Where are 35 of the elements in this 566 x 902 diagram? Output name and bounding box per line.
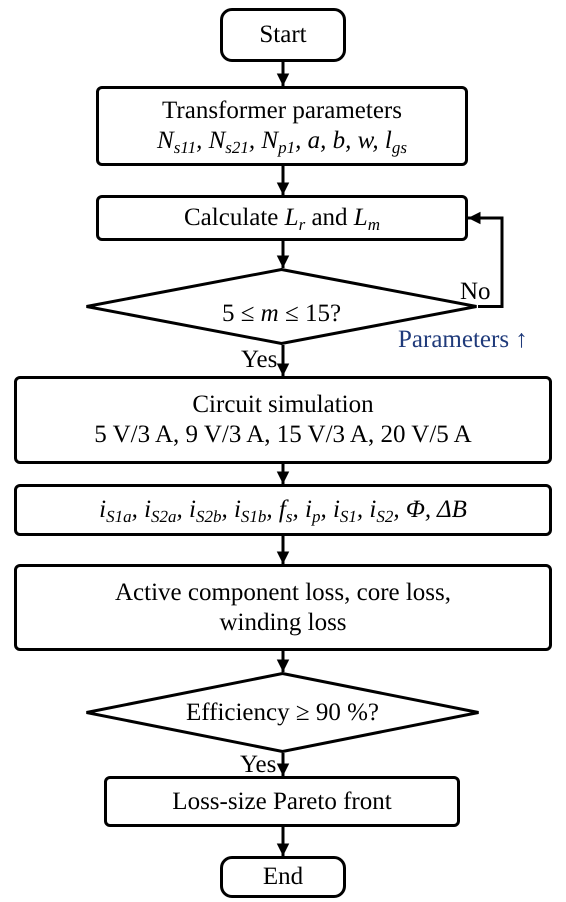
arrow [276,345,290,376]
arrow [276,827,290,856]
arrow [276,62,290,86]
process-box [104,776,460,827]
arrow [276,753,290,776]
arrow [276,166,290,195]
arrow [276,464,290,484]
node-text: Calculate L$_{r}$ and L$_{m}$ [184,203,380,233]
process-box [14,484,552,536]
node-text: Loss-size Pareto front [172,786,392,816]
terminal-box [220,8,346,62]
process-box [96,86,468,166]
process-box [14,376,552,464]
node-text: 5 V/3 A, 9 V/3 A, 15 V/3 A, 20 V/5 A [94,420,472,450]
node-text: Circuit simulation [192,390,374,420]
edge-label: Yes [241,347,278,372]
node-text: Transformer parameters [162,96,402,126]
node-text: N$_{s11}$, N$_{s21}$, N$_{p1}$, a, b, w, l$_{gs}$ [157,126,407,156]
terminal-box [220,856,346,898]
process-box [14,564,552,651]
arrow [468,212,504,308]
process-box [96,195,468,241]
node-text: Efficiency ≥ 90 %? [186,698,380,728]
node-text: Start [259,20,307,50]
edge-label: Yes [240,752,276,777]
node-text: 5 ≤ m ≤ 15? [222,298,342,328]
node-text: i$_{S1a}$, i$_{S2a}$, i$_{S2b}$, i$_{S1b}$, f$_{s}$, i$_{p}$, i$_{S1}$, i$_{S2}$, Φ, ΔB [99,495,467,525]
arrow [276,536,290,564]
edge-label: No [460,278,491,304]
decision-diamond [85,672,480,753]
node-text: End [262,862,304,892]
arrow [276,651,290,672]
arrow [276,241,290,268]
node-text: Active component loss, core loss, winding loss [114,578,452,638]
note-text: Parameters ↑ [398,327,528,352]
